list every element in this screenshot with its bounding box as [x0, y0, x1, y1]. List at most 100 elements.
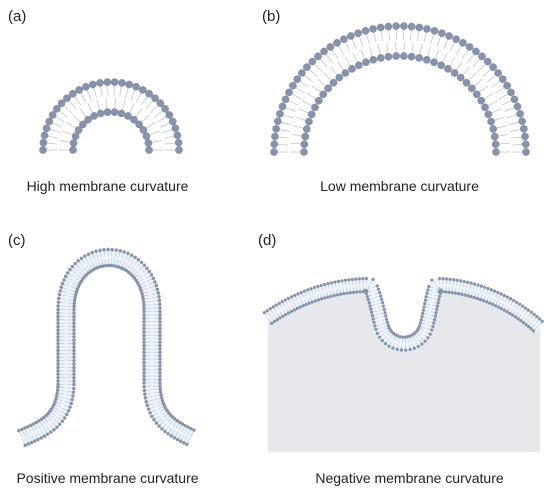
lipid-head — [315, 96, 323, 105]
lipid-head — [435, 307, 439, 312]
lipid-head — [460, 292, 464, 296]
lipid-head — [472, 90, 481, 99]
cell-interior — [268, 285, 540, 452]
lipid-head — [392, 52, 400, 60]
lipid-head — [422, 55, 431, 64]
lipid-head — [423, 298, 427, 302]
lipid-head — [168, 117, 177, 126]
lipid-head — [490, 132, 499, 141]
lipid-head — [505, 295, 510, 299]
lipid-head — [101, 264, 105, 268]
lipid-head — [376, 287, 381, 291]
lipid-head — [144, 139, 153, 147]
lipid-head — [56, 379, 60, 383]
lipid-head — [520, 125, 528, 133]
lipid-head — [72, 328, 76, 332]
lipid-head — [513, 315, 518, 319]
lipid-head — [481, 103, 489, 112]
lipid-head — [478, 52, 486, 61]
lipid-head — [341, 69, 350, 77]
lipid-head — [62, 278, 66, 282]
lipid-head — [142, 350, 146, 355]
lipid-head — [76, 284, 81, 289]
lipid-head — [332, 293, 336, 298]
lipid-head — [368, 304, 372, 308]
lipid-head — [34, 420, 39, 425]
lipid-head — [143, 392, 147, 396]
lipid-head — [169, 434, 173, 438]
lipid-head — [72, 301, 76, 306]
lipid-head — [57, 296, 61, 301]
lipid-head — [71, 132, 80, 141]
lipid-head — [384, 22, 393, 31]
lipid-head — [352, 290, 356, 294]
lipid-head — [319, 283, 323, 288]
lipid-head — [158, 340, 162, 344]
lipid-head — [503, 81, 511, 90]
lipid-head — [79, 256, 84, 261]
lipid-head — [524, 322, 528, 327]
lipid-head — [79, 120, 87, 129]
lipid-head — [280, 299, 284, 304]
lipid-head — [142, 306, 146, 311]
lipid-head — [149, 273, 154, 277]
lipid-head — [72, 362, 76, 366]
lipid-head — [65, 271, 70, 275]
lipid-head — [158, 320, 162, 324]
lipid-head — [472, 47, 480, 56]
lipid-head — [142, 388, 147, 393]
lipid-head — [400, 335, 405, 339]
lipid-head — [158, 330, 162, 334]
lipid-head — [348, 291, 352, 295]
lipid-head — [142, 381, 146, 385]
lipid-head — [472, 295, 476, 300]
lipid-head — [339, 292, 343, 296]
lipid-head — [139, 260, 144, 265]
lipid-head — [60, 419, 65, 423]
lipid-head — [422, 305, 426, 309]
lipid-head — [23, 426, 27, 430]
lipid-head — [272, 319, 277, 324]
lipid-head — [375, 331, 380, 336]
lipid-head — [342, 292, 346, 296]
lipid-head — [56, 331, 60, 336]
lipid-head — [56, 300, 61, 304]
lipid-head — [313, 299, 318, 303]
lipid-head — [59, 285, 63, 289]
lipid-head — [96, 265, 100, 270]
lipid-head — [158, 390, 163, 394]
lipid-head — [142, 316, 146, 321]
lipid-head — [312, 285, 317, 290]
lipid-head — [340, 279, 344, 283]
lipid-head — [154, 283, 158, 288]
lipid-head — [452, 35, 460, 44]
lipid-head — [365, 294, 369, 299]
lipid-head — [369, 25, 377, 33]
lipid-head — [29, 440, 34, 445]
lipid-head — [143, 396, 148, 400]
lipid-head — [343, 278, 347, 282]
lipid-head — [136, 257, 141, 262]
lipid-head — [158, 371, 162, 375]
membrane-band — [264, 278, 545, 351]
lipid-head — [161, 401, 166, 406]
lipid-head — [110, 247, 114, 252]
lipid-head — [69, 139, 78, 147]
lipid-head — [441, 277, 445, 281]
lipid-head — [354, 29, 362, 37]
lipid-head — [158, 350, 162, 355]
lipid-head — [155, 287, 160, 291]
lipid-head — [73, 261, 77, 266]
lipid-head — [72, 382, 76, 387]
lipid-head — [56, 352, 60, 356]
lipid-head — [83, 254, 87, 258]
lipid-head — [144, 400, 148, 404]
lipid-head — [284, 313, 288, 317]
lipid-head — [311, 103, 319, 112]
lipid-head — [430, 278, 434, 282]
lipid-head — [428, 332, 432, 336]
lipid-head — [158, 360, 162, 365]
lipid-head — [56, 321, 60, 325]
lipid-head — [275, 318, 279, 322]
lipid-head — [72, 379, 76, 383]
